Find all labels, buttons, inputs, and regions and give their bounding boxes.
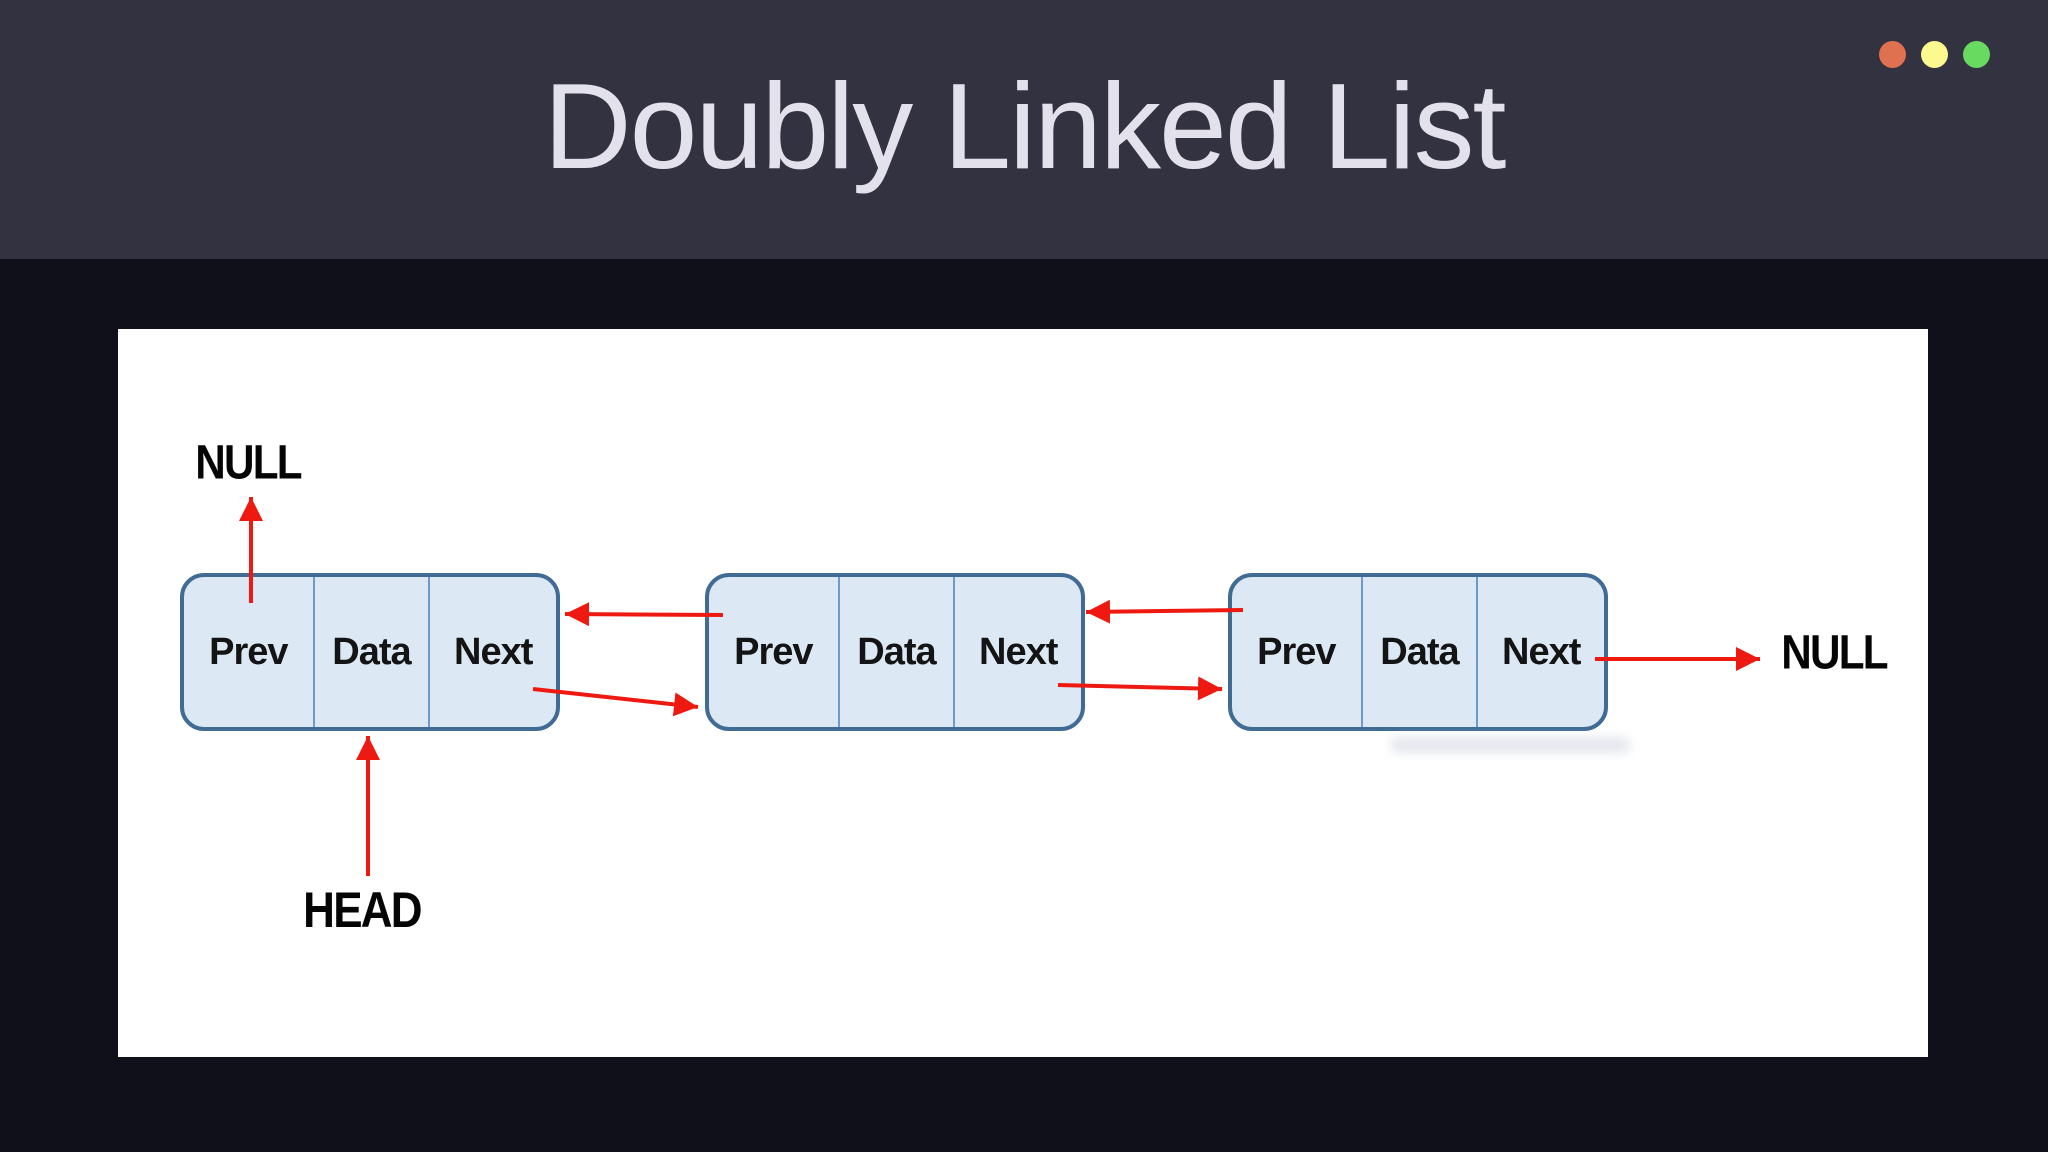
null-label-left: NULL	[195, 436, 302, 490]
faint-watermark	[1390, 737, 1630, 753]
arrow-node2-prev-to-node1	[564, 602, 724, 627]
node3-data-cell: Data	[1360, 577, 1479, 727]
slide-header: Doubly Linked List	[0, 0, 2048, 259]
node2-data-cell: Data	[837, 577, 956, 727]
diagram-panel: NULL NULL HEAD Prev Data Next Prev Data …	[118, 329, 1928, 1057]
page-title: Doubly Linked List	[543, 57, 1507, 194]
node1-data-cell: Data	[312, 577, 431, 727]
list-node-3: Prev Data Next	[1228, 573, 1608, 731]
node1-next-cell: Next	[454, 630, 533, 673]
node2-prev-cell: Prev	[734, 630, 813, 673]
list-node-1: Prev Data Next	[180, 573, 560, 731]
node3-prev-cell: Prev	[1257, 630, 1336, 673]
window-controls	[1879, 41, 1990, 68]
head-label: HEAD	[303, 882, 422, 938]
maximize-button[interactable]	[1963, 41, 1990, 68]
minimize-button[interactable]	[1921, 41, 1948, 68]
close-button[interactable]	[1879, 41, 1906, 68]
node2-next-cell: Next	[979, 630, 1058, 673]
node1-prev-cell: Prev	[209, 630, 288, 673]
node3-next-cell: Next	[1502, 630, 1581, 673]
null-label-right: NULL	[1781, 626, 1888, 680]
arrow-node3-prev-to-node2	[1085, 599, 1244, 624]
list-node-2: Prev Data Next	[705, 573, 1085, 731]
